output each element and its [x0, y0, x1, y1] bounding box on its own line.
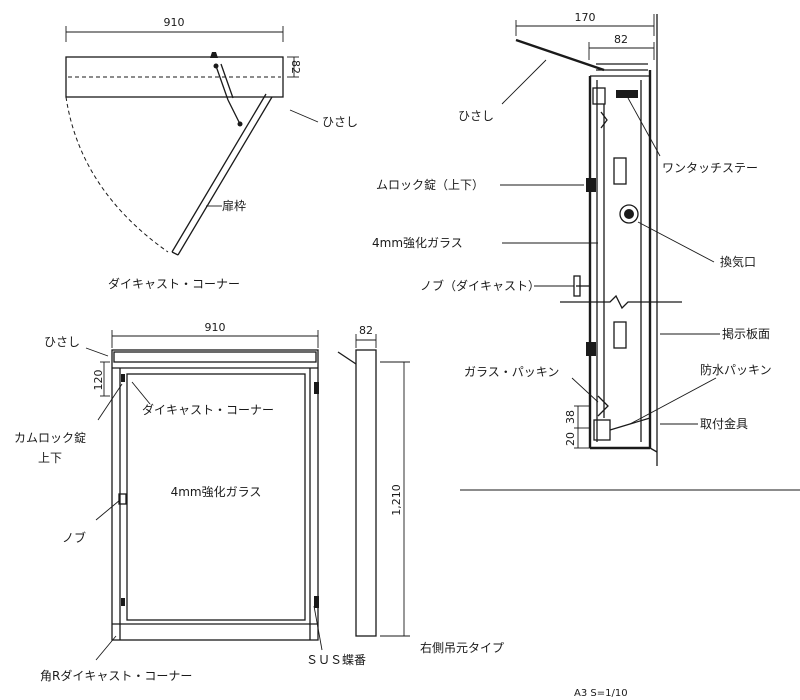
- side-profile: [355, 349, 377, 637]
- leader-vent: [637, 221, 715, 263]
- label-knob-section: ノブ（ダイキャスト）: [420, 278, 540, 293]
- label-corner-front: ダイキャスト・コーナー: [142, 402, 274, 417]
- label-hisashi-top: ひさし: [322, 115, 358, 129]
- section-view: 170 82: [372, 11, 800, 491]
- latch-plate-upper: [613, 157, 627, 185]
- leader-stay: [627, 97, 661, 157]
- dim-38: 38: [564, 410, 577, 424]
- label-camlock-sub: 上下: [38, 451, 62, 465]
- dim-910-top: 910: [164, 16, 185, 29]
- label-camlock: カムロック錠: [14, 430, 86, 445]
- glass-gasket: [597, 395, 609, 417]
- leader-hisashi-top: [289, 109, 319, 123]
- label-type: 右側吊元タイプ: [420, 640, 504, 655]
- leader-hisashi-sec: [501, 59, 547, 105]
- label-hisashi-section: ひさし: [458, 109, 494, 123]
- leader-corner-r: [95, 635, 117, 661]
- door-frame-edge2: [177, 96, 273, 256]
- label-lock: ムロック錠（上下）: [376, 177, 484, 192]
- label-knob-front: ノブ: [62, 530, 86, 545]
- leader-knob-front: [95, 499, 121, 521]
- visor-slope: [515, 38, 605, 72]
- housing-top: [65, 56, 284, 98]
- break-line: [560, 294, 682, 310]
- leader-corner-front: [131, 381, 151, 405]
- label-glass-front: 4mm強化ガラス: [171, 485, 262, 499]
- hinge-lower: [314, 596, 319, 608]
- stay-link-a: [215, 65, 229, 101]
- camlock-upper: [121, 374, 125, 382]
- leader-gasket-glass: [571, 377, 599, 403]
- frame-outer: [111, 349, 319, 641]
- sheet-size-scale: A3 S=1/10: [574, 688, 628, 699]
- lock-lower: [586, 342, 596, 356]
- leader-hinge: [313, 605, 323, 651]
- knob-front: [118, 493, 127, 505]
- side-visor: [337, 351, 357, 365]
- stay-link-c: [227, 99, 241, 125]
- lock-upper: [586, 178, 596, 192]
- visor-front: [113, 351, 317, 363]
- vent-grille: [619, 204, 639, 224]
- door-frame-end: [171, 251, 179, 256]
- label-frame: 扉枠: [222, 199, 246, 213]
- leader-gasket-water: [629, 377, 717, 425]
- stay-assembly: [616, 90, 638, 98]
- dim-82-top: 82: [289, 60, 302, 74]
- label-gasket-water: 防水パッキン: [700, 362, 772, 377]
- dim-170: 170: [575, 11, 596, 24]
- bracket-foot: [649, 447, 658, 453]
- side-view: 82 1,210 ＳＵＳ蝶番 右側吊元タイプ: [306, 324, 504, 667]
- label-board: 掲示板面: [722, 326, 770, 341]
- dim-1210: 1,210: [390, 484, 403, 516]
- camlock-lower: [121, 598, 125, 606]
- label-stay: ワンタッチステー: [662, 161, 758, 175]
- top-gasket: [600, 111, 608, 129]
- stay-knob: [210, 52, 218, 58]
- dim-82-side: 82: [359, 324, 373, 337]
- door-frame-edge1: [171, 93, 267, 253]
- dim-910-front: 910: [205, 321, 226, 334]
- top-corner-block: [592, 87, 606, 105]
- swing-arc: [65, 96, 169, 253]
- label-bracket: 取付金具: [700, 416, 748, 431]
- label-glass-section: 4mm強化ガラス: [372, 236, 463, 250]
- dim-120: 120: [92, 370, 105, 391]
- stay-joint: [237, 121, 243, 127]
- label-vent: 換気口: [720, 254, 756, 269]
- dim-20: 20: [564, 432, 577, 446]
- latch-plate-lower: [613, 321, 627, 349]
- glass-area: [126, 373, 306, 621]
- front-view: 910 120 ひさし ダイキャスト・コーナー カムロック錠 上下 4mm強化ガ…: [14, 321, 319, 683]
- top-view: 910 82 ひさし 扉枠 ダイキャスト・コーナー: [65, 16, 358, 291]
- stay-link-b: [220, 63, 234, 99]
- leader-camlock: [97, 383, 123, 421]
- label-hisashi-front: ひさし: [44, 335, 80, 349]
- vent-grille-core: [624, 209, 634, 219]
- label-corner-r: 角Rダイキャスト・コーナー: [40, 668, 192, 683]
- dim-82-section: 82: [614, 33, 628, 46]
- label-corner-top: ダイキャスト・コーナー: [108, 276, 240, 291]
- label-hinge: ＳＵＳ蝶番: [306, 652, 366, 667]
- label-gasket-glass: ガラス・パッキン: [464, 365, 559, 379]
- leader-hisashi-front: [85, 347, 109, 357]
- hinge-upper: [314, 382, 319, 394]
